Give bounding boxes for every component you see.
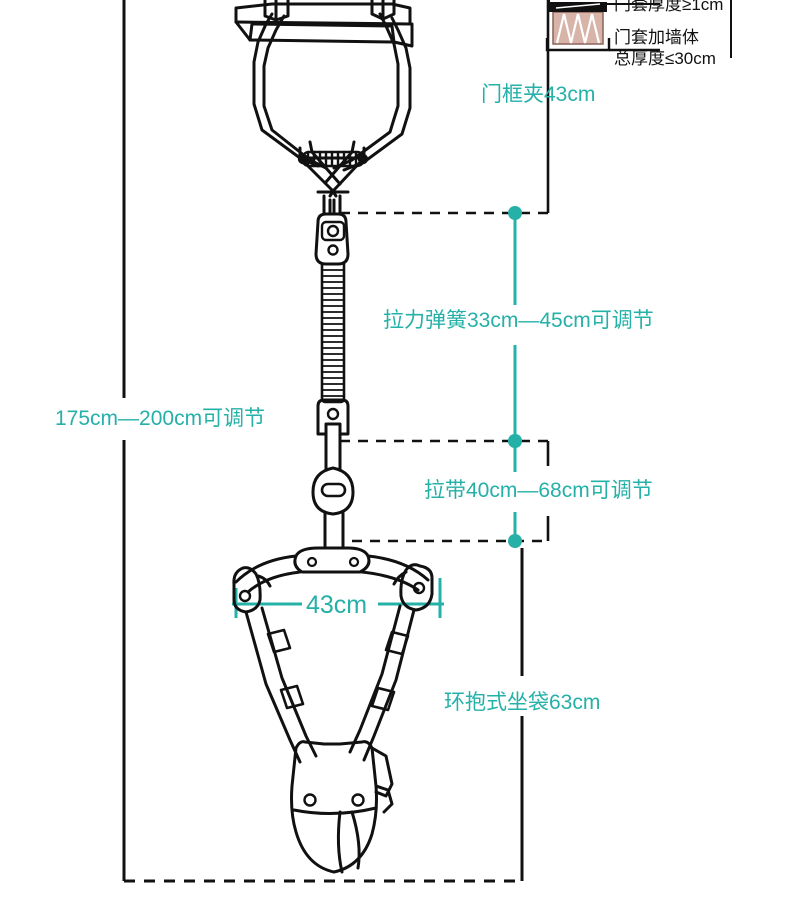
- center-yoke-plate: [293, 546, 371, 574]
- left-seat-strap: [244, 606, 318, 764]
- lower-pull-strap: [323, 510, 345, 548]
- guide-spring-bottom: [340, 439, 550, 466]
- strap-dimension-teal: [508, 434, 522, 548]
- inset-clamp-bar: [549, 2, 607, 12]
- strap-crossover-triangle: [298, 140, 366, 198]
- spring-top-housing: [314, 212, 350, 266]
- upper-connector-link: [322, 194, 342, 216]
- inset-total-text: 总厚度≤30cm: [614, 49, 716, 68]
- door-frame-bar: [234, 0, 414, 48]
- label-inset-total-line2: 总厚度≤30cm: [614, 48, 716, 69]
- harness-width-dimension: [232, 578, 444, 618]
- label-harness-width: 43cm: [306, 591, 368, 619]
- label-overall-height: 175cm—200cm可调节: [55, 407, 266, 430]
- product-line-art: [232, 0, 434, 874]
- inset-clamp-highlight: [555, 3, 601, 9]
- left-shoulder-strap: [252, 12, 328, 170]
- label-door-frame-clamp: 门框夹43cm: [481, 83, 596, 106]
- label-tension-spring: 拉力弹簧33cm—45cm可调节: [383, 309, 654, 332]
- oval-adjuster-buckle: [311, 466, 355, 516]
- guide-spring-top: [340, 0, 550, 215]
- inset-wall-hatch: [555, 13, 601, 44]
- seat-bag-body: [290, 740, 394, 874]
- label-inset-casing-thickness: 门套厚度≥1cm: [614, 0, 723, 15]
- spring-bottom-fork: [316, 398, 350, 436]
- right-seat-strap: [348, 604, 416, 762]
- label-pull-strap: 拉带40cm—68cm可调节: [424, 479, 653, 502]
- label-seat-bag: 环抱式坐袋63cm: [444, 691, 601, 714]
- left-shoulder-connector: [232, 566, 272, 614]
- clamp-coil-spring: [297, 150, 369, 168]
- right-shoulder-connector: [392, 563, 434, 612]
- yoke-arc-bars: [234, 554, 430, 594]
- inset-thickness-text: 门套厚度≥1cm: [614, 0, 724, 14]
- upper-pull-strap: [324, 432, 342, 472]
- tension-spring-body: [320, 262, 346, 404]
- label-inset-total-line1: 门套加墙体: [614, 28, 699, 47]
- right-shoulder-strap: [332, 12, 412, 172]
- spring-coils: [321, 269, 345, 397]
